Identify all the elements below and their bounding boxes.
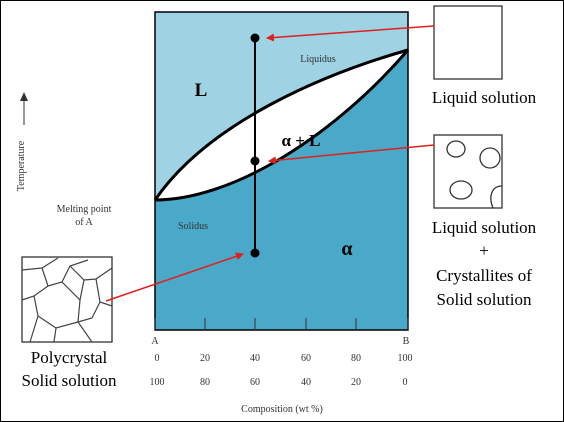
melting-point-line1: Melting point <box>57 204 112 215</box>
tick-bottom-1: 80 <box>200 377 210 388</box>
tick-bottom-0: 100 <box>150 377 165 388</box>
two-phase-callout-line2: + <box>479 241 489 260</box>
tick-top-0: 0 <box>155 353 160 364</box>
y-axis-arrow <box>20 92 28 125</box>
x-axis-label: Composition (wt %) <box>241 404 323 415</box>
two-phase-callout-line4: Solid solution <box>437 290 532 309</box>
region-label-two-phase: α + L <box>281 131 320 150</box>
tick-top-4: 80 <box>351 353 361 364</box>
two-phase-microstructure-box <box>433 134 503 209</box>
liquid-callout: Liquid solution <box>432 88 537 107</box>
solid-arrow <box>105 252 244 302</box>
liquidus-label: Liquidus <box>300 54 336 65</box>
liquid-region <box>155 12 408 200</box>
two-phase-region <box>155 50 408 200</box>
tick-top-3: 60 <box>301 353 311 364</box>
solid-region <box>155 50 408 330</box>
solidus-label: Solidus <box>178 221 208 232</box>
two-phase-callout-line3: Crystallites of <box>436 266 532 285</box>
x-axis <box>154 318 409 330</box>
y-axis-label: Temperature <box>16 140 27 191</box>
melting-point-line2: of A <box>75 217 93 228</box>
solid-callout-line2: Solid solution <box>22 371 117 390</box>
point-liquid <box>250 33 260 43</box>
polycrystal-microstructure-box <box>21 256 113 343</box>
tick-bottom-2: 60 <box>250 377 260 388</box>
two-phase-callout-line1: Liquid solution <box>432 218 537 237</box>
solidus-curve <box>154 49 410 202</box>
axis-end-a: A <box>151 336 159 347</box>
tick-top-2: 40 <box>250 353 260 364</box>
tick-bottom-4: 20 <box>351 377 361 388</box>
two-phase-arrow <box>268 144 435 165</box>
point-solid <box>250 248 260 258</box>
point-two-phase <box>250 156 260 166</box>
tick-bottom-3: 40 <box>301 377 311 388</box>
solid-callout-line1: Polycrystal <box>31 348 108 367</box>
tick-top-5: 100 <box>398 353 413 364</box>
axis-end-b: B <box>403 336 410 347</box>
plot-area <box>154 11 409 331</box>
liquid-arrow <box>266 25 435 42</box>
tick-top-1: 20 <box>200 353 210 364</box>
liquidus-curve <box>153 48 409 201</box>
region-label-solid: α <box>341 238 352 260</box>
liquid-microstructure-box <box>433 5 503 80</box>
region-label-liquid: L <box>195 80 208 101</box>
tick-bottom-5: 0 <box>403 377 408 388</box>
